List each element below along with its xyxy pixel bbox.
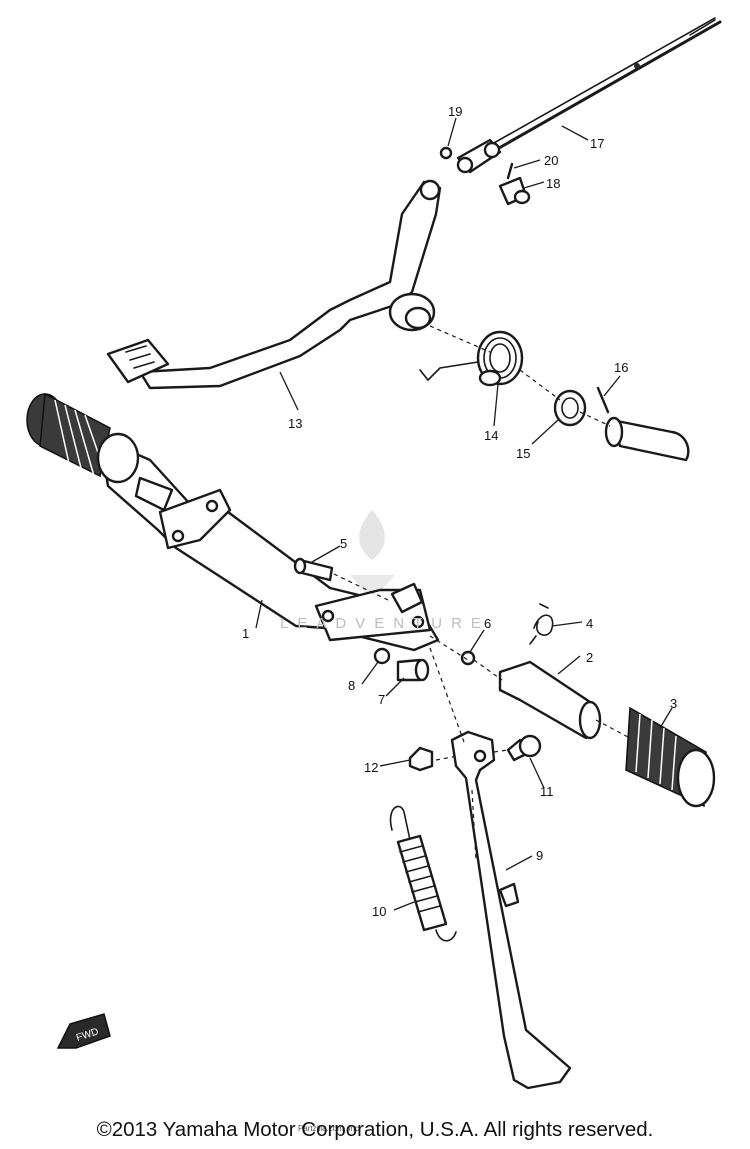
footrest-rubber-left: [26, 392, 140, 484]
callout-8: 8: [348, 678, 355, 693]
callout-17: 17: [590, 136, 604, 151]
callout-10: 10: [372, 904, 386, 919]
small-credit: Partzilla.com, Inc.: [298, 1124, 362, 1133]
assembly-lines: [333, 325, 631, 861]
front-direction-arrow-icon: FWD: [56, 1013, 111, 1049]
clip: [506, 162, 514, 180]
watermark-logo: [350, 510, 395, 600]
bolt-7: [396, 658, 430, 682]
callout-5: 5: [340, 536, 347, 551]
callout-14: 14: [484, 428, 498, 443]
washer-6: [460, 650, 476, 666]
footrest-bar: [98, 436, 440, 652]
rod-joint: [456, 138, 502, 174]
callout-12: 12: [364, 760, 378, 775]
callout-20: 20: [544, 153, 558, 168]
footrest-shaft-right: [498, 660, 602, 740]
cotter-pin: [439, 146, 453, 160]
leader-lines: [255, 117, 673, 911]
brake-pedal: [106, 179, 442, 390]
callout-18: 18: [546, 176, 560, 191]
copyright-notice: ©2013 Yamaha Motor Corporation, U.S.A. A…: [96, 1118, 654, 1141]
stand-pivot-bolt: [506, 734, 542, 762]
callout-16: 16: [614, 360, 628, 375]
callout-11: 11: [540, 784, 554, 799]
callout-19: 19: [448, 104, 462, 119]
callout-13: 13: [288, 416, 302, 431]
small-spring: [529, 603, 554, 645]
watermark-text: LEADVENTURE: [280, 615, 490, 632]
callout-2: 2: [586, 650, 593, 665]
callout-15: 15: [516, 446, 530, 461]
brake-rod: [476, 17, 722, 162]
clevis-pin: [498, 176, 531, 206]
callout-9: 9: [536, 848, 543, 863]
return-spring: [419, 330, 524, 387]
callout-4: 4: [586, 616, 593, 631]
stand-spring: [389, 805, 457, 942]
footrest-rubber-right: [625, 706, 716, 808]
callout-1: 1: [242, 626, 249, 641]
washer-8: [373, 647, 391, 665]
callout-3: 3: [670, 696, 677, 711]
bolt-5: [293, 557, 334, 582]
washer: [553, 389, 587, 427]
callout-7: 7: [378, 692, 385, 707]
nut: [408, 746, 434, 772]
side-stand: [450, 730, 572, 1090]
pivot-sleeve: [596, 386, 690, 462]
callout-6: 6: [484, 616, 491, 631]
